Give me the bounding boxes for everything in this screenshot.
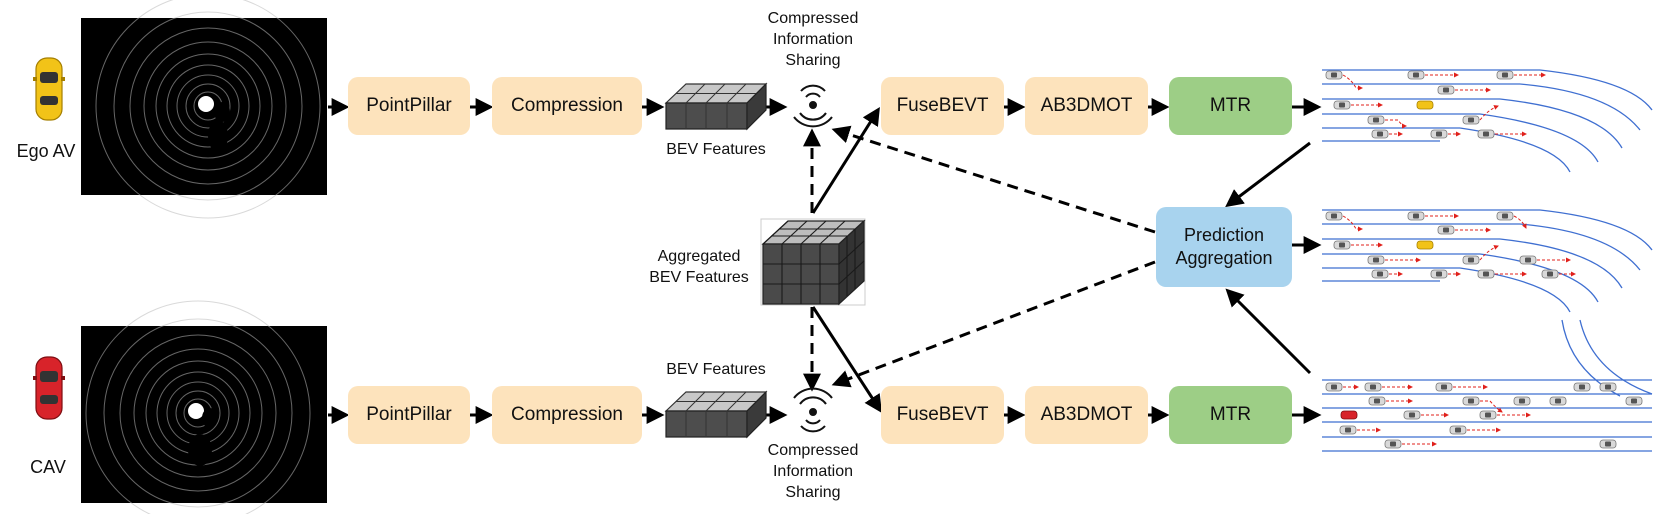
prediction-aggregation-line-2: Aggregation [1175, 248, 1273, 268]
aggregated-bev-line-1: Aggregated [657, 248, 741, 265]
cav-lidar-image [81, 300, 327, 514]
top-compression-box: Compression [492, 77, 642, 135]
dashed-arrows [803, 125, 1156, 392]
ego-car-icon [33, 57, 65, 121]
bottom-sharing-line-1: Compressed [767, 442, 859, 459]
aggregated-cube-icon [760, 218, 866, 306]
cav-label: CAV [30, 457, 66, 477]
top-fusebevt-box: FuseBEVT [881, 77, 1004, 135]
bottom-wifi-icon [793, 387, 833, 433]
ego-lidar-image [81, 0, 327, 219]
aggregated-bev-line-2: BEV Features [649, 269, 749, 286]
prediction-aggregation-line-1: Prediction [1183, 225, 1265, 245]
bottom-compression-box: Compression [492, 386, 642, 444]
top-mtr-box: MTR [1169, 77, 1292, 135]
middle-prediction-panel [1322, 209, 1653, 313]
top-ab3dmot-box: AB3DMOT [1025, 77, 1148, 135]
bottom-mtr-box: MTR [1169, 386, 1292, 444]
bottom-sharing-line-2: Information [772, 463, 854, 480]
ego-av-label: Ego AV [16, 141, 76, 161]
aggregated-bev-label: Aggregated BEV Features [642, 246, 756, 288]
top-sharing-line-2: Information [772, 31, 854, 48]
prediction-aggregation-box: Prediction Aggregation [1156, 207, 1292, 287]
top-row-arrows [328, 98, 1322, 214]
top-sharing-line-3: Sharing [785, 52, 841, 69]
bottom-prediction-panel [1322, 319, 1653, 452]
bottom-ab3dmot-box: AB3DMOT [1025, 386, 1148, 444]
cav-car-icon [33, 356, 65, 420]
top-pointpillar-box: PointPillar [348, 77, 470, 135]
bottom-row-arrows [328, 306, 1322, 424]
top-wifi-icon [793, 84, 833, 128]
bottom-fusebevt-box: FuseBEVT [881, 386, 1004, 444]
top-sharing-line-1: Compressed [767, 10, 859, 27]
bottom-bev-grid-icon [664, 390, 768, 439]
top-sharing-label: Compressed Information Sharing [755, 8, 871, 71]
prediction-arrows [1225, 141, 1322, 375]
top-bev-features-label: BEV Features [666, 141, 766, 158]
bottom-pointpillar-box: PointPillar [348, 386, 470, 444]
bottom-sharing-line-3: Sharing [785, 484, 841, 501]
bottom-sharing-label: Compressed Information Sharing [755, 440, 871, 503]
top-bev-grid-icon [664, 82, 768, 131]
bottom-bev-features-label: BEV Features [666, 361, 766, 378]
top-prediction-panel [1322, 69, 1653, 173]
